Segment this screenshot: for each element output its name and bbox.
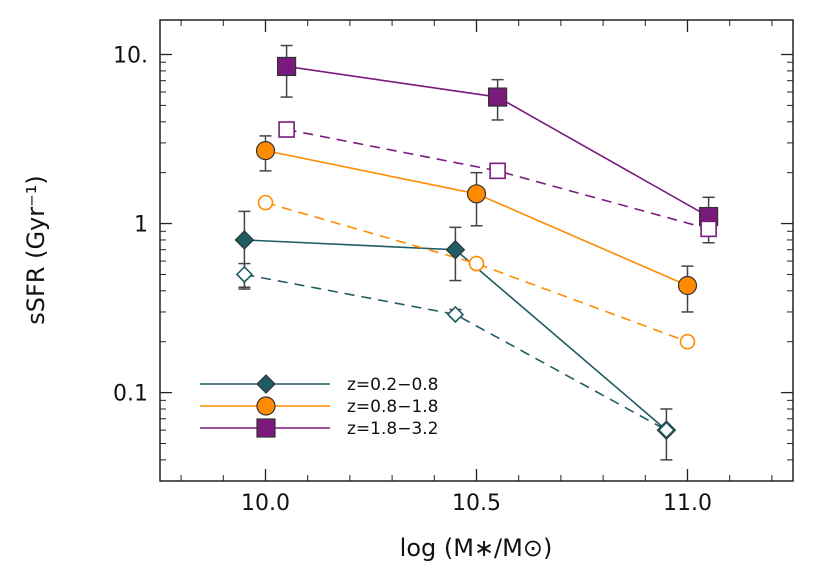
y-tick-label: 10. [113,44,148,69]
series-line [244,273,667,431]
data-point [234,230,255,250]
data-point [235,265,254,284]
data-point [255,141,276,161]
x-tick-label: 11.0 [663,491,712,516]
y-tick-label: 1 [134,213,148,238]
x-tick-label: 10.5 [452,491,501,516]
series-markers [234,56,719,440]
data-point [468,255,485,272]
x-axis-ticks: 10.0 10.5 11.0 [180,20,773,516]
data-point [466,184,487,204]
x-tick-label: 10.0 [241,491,290,516]
legend-marker [256,418,276,438]
data-point [257,194,274,211]
data-point [657,421,676,439]
series-line [265,201,688,343]
legend-label: z=1.8−3.2 [347,419,438,439]
legend-label: z=0.8−1.8 [347,397,438,417]
x-axis-title: log (M∗/M⊙) [400,534,553,562]
data-point [679,333,696,350]
data-point [277,56,297,77]
data-point [446,305,465,324]
data-point [700,220,717,238]
legend-label: z=0.2−0.8 [347,375,438,395]
data-point [278,121,295,138]
legend: z=0.2−0.8z=0.8−1.8z=1.8−3.2 [200,374,438,439]
data-point [488,87,508,107]
data-point [489,162,506,180]
plot-frame [159,19,794,482]
series-line [286,128,709,230]
data-point [677,275,698,296]
series-lines [244,65,709,431]
y-tick-label: 0.1 [113,382,148,407]
y-axis-ticks: 0.1 1 10. [113,44,793,482]
data-point [445,239,466,260]
y-axis-title: sSFR (Gyr⁻¹) [22,175,50,325]
legend-marker [256,374,276,394]
legend-marker [256,396,276,416]
error-bars [238,44,715,461]
